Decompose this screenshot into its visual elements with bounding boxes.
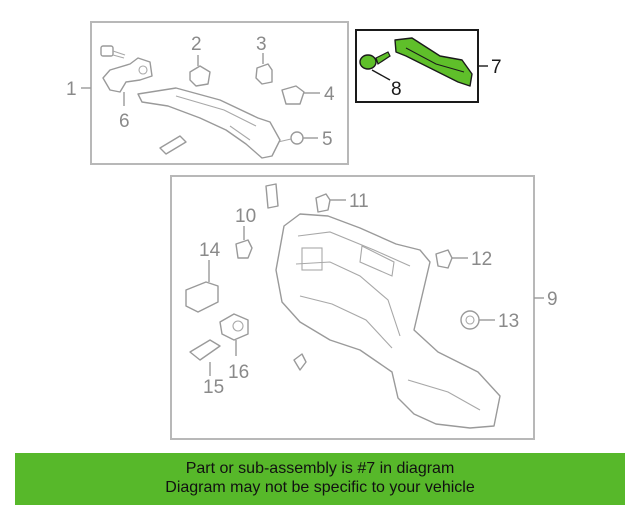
screw-part-5 (277, 131, 318, 145)
info-banner: Part or sub-assembly is #7 in diagram Di… (15, 453, 625, 505)
callout-16[interactable]: 16 (228, 362, 249, 383)
callout-7[interactable]: 7 (491, 57, 502, 78)
banner-line-2: Diagram may not be specific to your vehi… (165, 479, 475, 496)
callout-11[interactable]: 11 (349, 191, 369, 212)
callout-4[interactable]: 4 (324, 84, 335, 105)
callout-13[interactable]: 13 (498, 311, 519, 332)
block-part-14 (185, 260, 219, 313)
callout-14[interactable]: 14 (199, 240, 221, 261)
callout-6[interactable]: 6 (119, 111, 130, 132)
clip-part-4 (281, 85, 320, 105)
clip-part-12 (435, 249, 468, 269)
fastener-part-8[interactable] (359, 51, 391, 81)
callout-12[interactable]: 12 (471, 249, 492, 270)
small-clip-part (293, 353, 307, 371)
callout-15[interactable]: 15 (203, 377, 224, 398)
clip-part-10 (235, 226, 253, 259)
callout-5[interactable]: 5 (322, 129, 333, 150)
screw-part-13 (460, 310, 495, 330)
bracket-part-6 (102, 57, 153, 106)
assembly-box-9 (170, 175, 544, 440)
parts-diagram: 1 6 2 3 4 5 (66, 21, 558, 440)
assembly-box-1 (81, 21, 349, 165)
clip-part-2 (189, 55, 211, 87)
bolt-part (100, 45, 126, 59)
part-15 (189, 339, 221, 376)
part-16 (219, 313, 249, 356)
callout-8[interactable]: 8 (391, 79, 402, 100)
plate-part (265, 183, 279, 209)
highlighted-part-7[interactable] (394, 37, 473, 87)
callout-3[interactable]: 3 (256, 34, 267, 55)
callout-1[interactable]: 1 (66, 79, 77, 100)
pin-part (159, 135, 187, 155)
callout-9[interactable]: 9 (547, 289, 558, 310)
callout-2[interactable]: 2 (191, 34, 202, 55)
callout-10[interactable]: 10 (235, 206, 256, 227)
clip-part-11 (315, 193, 346, 213)
upper-trim-panel (137, 87, 281, 159)
assembly-box-7 (355, 29, 488, 103)
banner-line-1: Part or sub-assembly is #7 in diagram (185, 460, 455, 477)
clip-part-3 (255, 53, 273, 85)
quarter-trim-panel (275, 213, 501, 429)
